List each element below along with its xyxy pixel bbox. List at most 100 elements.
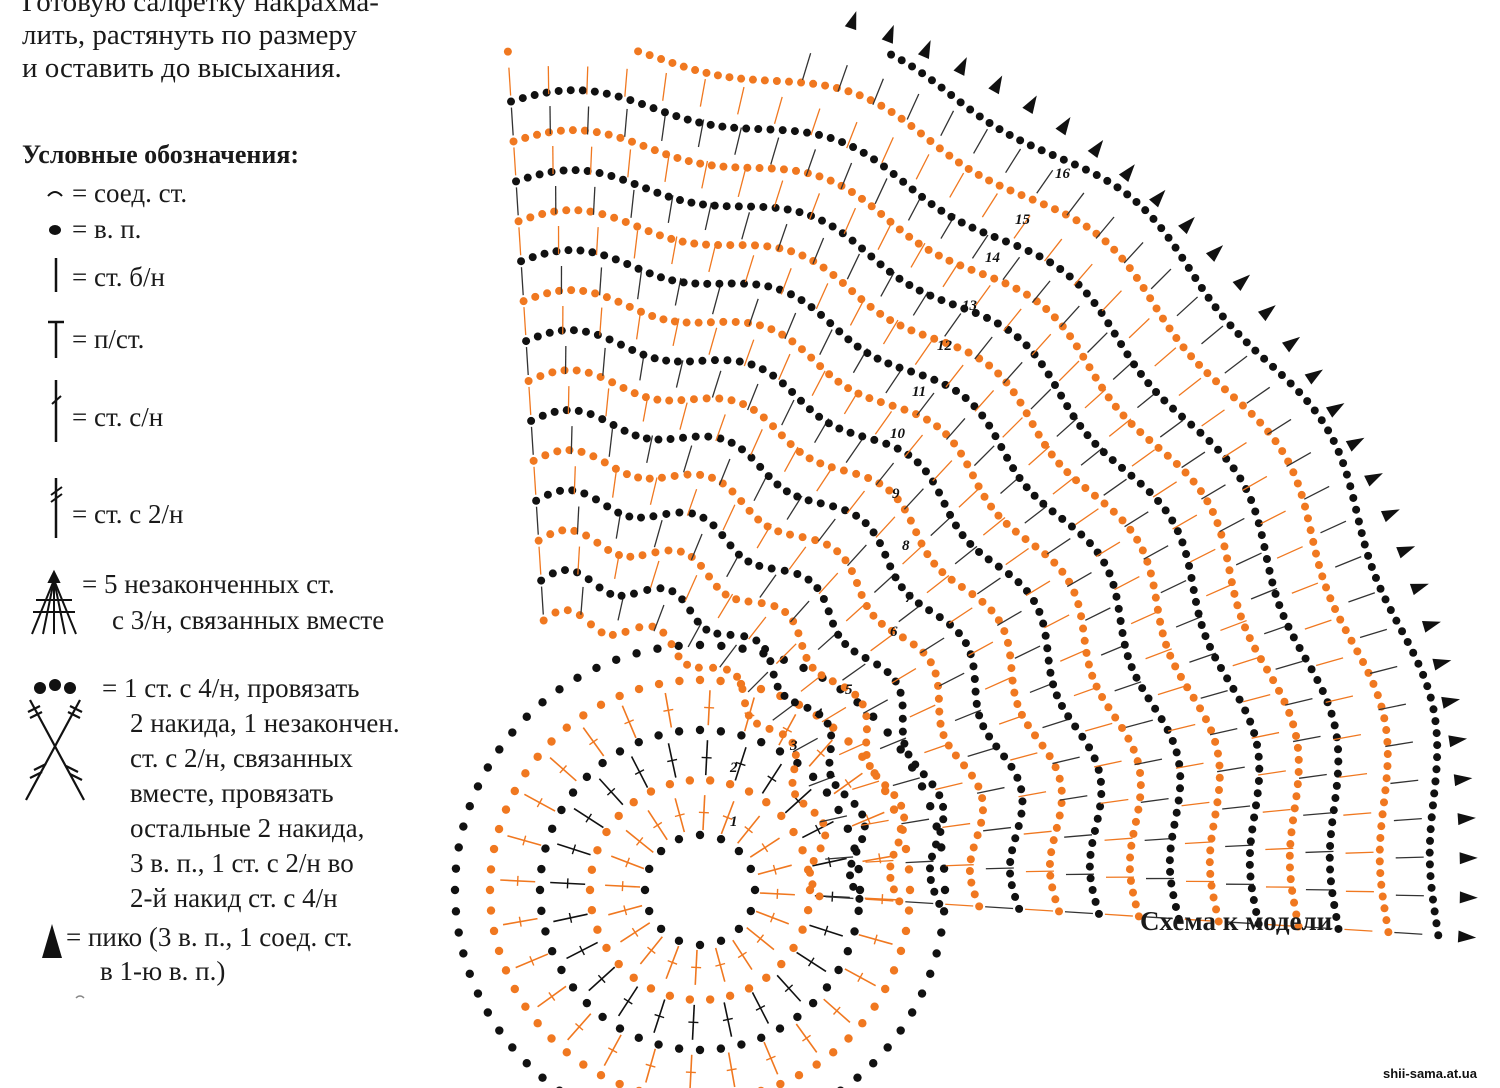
chain-dot xyxy=(682,318,691,327)
stitch xyxy=(689,1054,693,1088)
chain-dot xyxy=(1303,397,1312,406)
chain-dot xyxy=(602,943,611,953)
stitch-bar xyxy=(744,825,753,834)
chain-dot xyxy=(855,894,864,903)
chain-dot xyxy=(970,674,979,683)
chain-dot xyxy=(808,998,818,1008)
chain-dot xyxy=(696,159,705,168)
chain-dot xyxy=(755,321,764,330)
chain-dot xyxy=(1165,856,1174,865)
stitch xyxy=(905,860,934,864)
stitch xyxy=(892,777,920,787)
chain-dot xyxy=(722,202,731,211)
chain-dot xyxy=(994,511,1003,520)
chain-dot xyxy=(930,375,939,384)
chain-dot xyxy=(1252,907,1261,916)
chain-dot xyxy=(1373,691,1382,700)
chain-dot xyxy=(927,852,936,861)
chain-dot xyxy=(764,472,773,481)
chain-dot xyxy=(1015,904,1024,913)
chain-dot xyxy=(1245,849,1254,858)
chain-dot xyxy=(1113,183,1122,192)
chain-dot xyxy=(907,122,916,131)
chain-dot xyxy=(907,1008,917,1017)
stitch xyxy=(1059,795,1088,801)
stitch xyxy=(805,149,817,177)
chain-dot xyxy=(1152,304,1161,313)
chain-dot xyxy=(593,538,602,547)
chain-dot xyxy=(1381,786,1390,795)
chain-dot xyxy=(938,568,947,577)
chain-dot xyxy=(1086,874,1095,883)
stitch xyxy=(1222,805,1251,810)
chain-dot xyxy=(702,240,711,249)
legend-item-crossed-5: остальные 2 накида, xyxy=(130,813,365,843)
picot-mark xyxy=(1149,189,1166,208)
chain-dot xyxy=(1205,858,1214,867)
stitch xyxy=(898,604,922,623)
chain-dot xyxy=(690,239,699,248)
stitch xyxy=(1134,758,1163,766)
chain-dot xyxy=(985,119,994,128)
chain-dot xyxy=(1289,816,1298,825)
chain-dot xyxy=(808,880,817,889)
chain-dot xyxy=(1009,464,1018,473)
chain-dot xyxy=(1251,507,1260,516)
stitch xyxy=(1178,377,1202,396)
stitch xyxy=(653,604,665,632)
chain-dot xyxy=(1339,459,1348,468)
stitch xyxy=(954,545,978,565)
chain-dot xyxy=(793,492,802,501)
chain-dot xyxy=(710,201,719,210)
chain-dot xyxy=(1287,828,1296,837)
stitch xyxy=(942,822,971,829)
chain-dot xyxy=(727,279,736,288)
picot-mark xyxy=(1325,403,1345,418)
stitch xyxy=(1393,817,1422,822)
chain-dot xyxy=(939,815,948,824)
chain-dot xyxy=(1317,416,1326,425)
chain-dot xyxy=(1214,445,1223,454)
stitch-bar xyxy=(844,779,852,788)
chain-dot xyxy=(674,834,684,844)
chain-dot xyxy=(683,470,692,479)
chain-dot xyxy=(1247,496,1256,505)
chain-dot xyxy=(1096,802,1105,811)
chain-dot xyxy=(547,167,556,176)
chain-dot xyxy=(1375,845,1384,854)
chain-dot xyxy=(761,645,770,654)
chain-dot xyxy=(691,279,700,288)
chain-dot xyxy=(1092,229,1101,238)
chain-dot xyxy=(1226,321,1235,330)
chain-dot xyxy=(939,802,948,811)
stitch xyxy=(1232,656,1260,667)
chain-dot xyxy=(533,752,542,761)
chain-dot xyxy=(602,827,611,837)
chain-dot xyxy=(687,198,696,207)
chain-dot xyxy=(834,630,843,639)
chain-dot xyxy=(966,105,975,114)
chain-dot xyxy=(649,104,658,113)
chain-dot xyxy=(698,356,707,365)
stitch xyxy=(624,68,628,97)
chain-dot xyxy=(773,682,782,691)
chain-dot xyxy=(777,811,786,821)
chain-dot xyxy=(485,885,495,895)
legend-item-cluster-2: с 3/н, связанных вместе xyxy=(112,605,385,635)
chain-dot xyxy=(1050,205,1059,214)
chain-dot xyxy=(554,86,563,95)
chain-dot xyxy=(810,808,819,817)
chain-dot xyxy=(615,747,625,756)
stitch xyxy=(1002,417,1023,438)
chain-dot xyxy=(640,885,650,895)
chain-dot xyxy=(1201,715,1210,724)
chain-dot xyxy=(634,1033,643,1043)
chain-dot xyxy=(712,582,721,591)
chain-dot xyxy=(858,432,867,441)
chain-dot xyxy=(744,597,753,606)
stitch xyxy=(513,147,517,176)
chain-dot xyxy=(727,396,736,405)
chain-dot xyxy=(1229,684,1238,693)
stitch xyxy=(1073,263,1093,286)
chain-dot xyxy=(1046,871,1055,880)
